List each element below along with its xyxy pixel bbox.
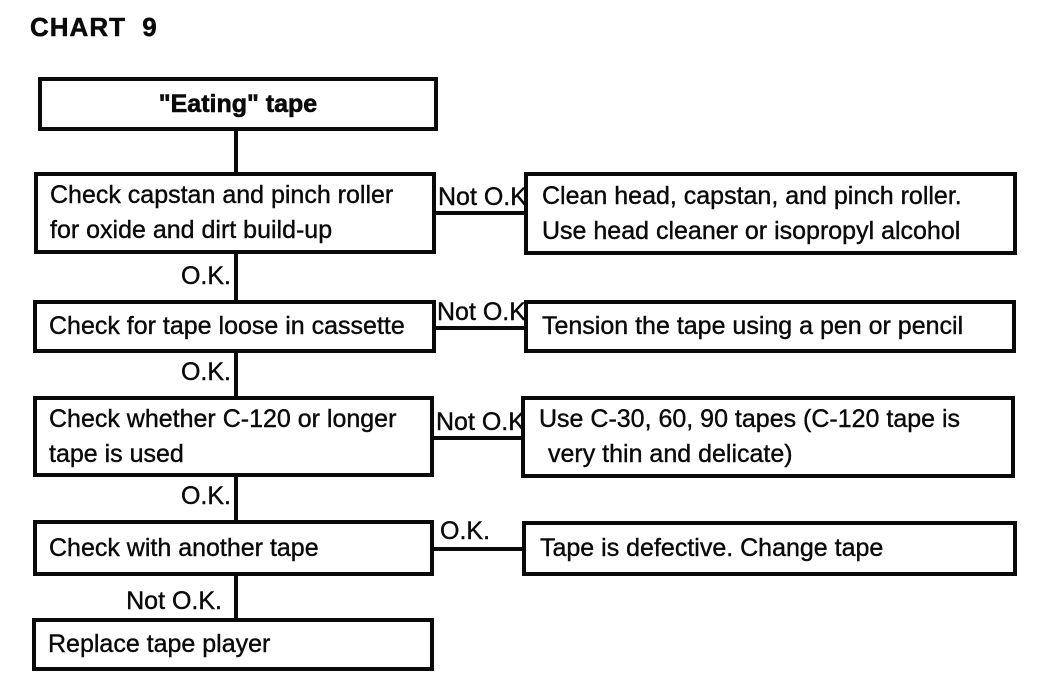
node-check-c120: Check whether C-120 or longer tape is us… [33,396,434,477]
edge-label-ok-c120: O.K. [180,482,231,510]
connector-loose-to-tension [436,326,524,330]
node-eating-tape-label: "Eating" tape [158,89,318,118]
connector-c120-to-tapes [434,436,521,440]
node-replace-player-line1: Replace tape player [48,630,271,658]
node-check-loose: Check for tape loose in cassette [33,300,436,353]
node-use-shorter-tapes-line1: Use C-30, 60, 90 tapes (C-120 tape is [539,405,961,433]
edge-label-not-ok-loose: Not O.K. [437,298,533,326]
node-clean-head-line2: Use head cleaner or isopropyl alcohol [542,216,961,245]
node-use-shorter-tapes: Use C-30, 60, 90 tapes (C-120 tape is ve… [521,396,1015,478]
node-tape-defective-line1: Tape is defective. Change tape [540,534,884,562]
node-eating-tape: "Eating" tape [38,77,438,131]
node-check-c120-line2: tape is used [49,439,184,468]
connector-another-to-replace [234,576,238,618]
connector-loose-to-c120 [234,353,238,396]
connector-capstan-to-loose [234,254,238,300]
node-use-shorter-tapes-line2: very thin and delicate) [548,440,793,468]
node-check-another: Check with another tape [33,520,434,576]
edge-label-ok-capstan: O.K. [180,262,231,290]
node-clean-head-line1: Clean head, capstan, and pinch roller. [542,181,962,210]
connector-start-to-capstan [234,131,238,172]
node-replace-player: Replace tape player [32,618,434,671]
node-check-loose-line1: Check for tape loose in cassette [49,312,405,340]
node-check-c120-line1: Check whether C-120 or longer [49,404,397,433]
node-check-capstan-line1: Check capstan and pinch roller [50,181,394,209]
edge-label-not-ok-c120: Not O.K. [436,408,532,436]
connector-capstan-to-clean [436,211,524,215]
node-check-another-line1: Check with another tape [49,533,319,562]
edge-label-ok-another: O.K. [440,517,491,545]
chart-title: CHART 9 [30,12,158,43]
node-check-capstan: Check capstan and pinch roller for oxide… [34,172,436,254]
connector-c120-to-another [234,477,238,520]
node-clean-head: Clean head, capstan, and pinch roller. U… [524,172,1017,255]
edge-label-ok-loose: O.K. [180,358,231,386]
node-tension-tape-line1: Tension the tape using a pen or pencil [542,312,964,340]
edge-label-not-ok-capstan: Not O.K. [438,183,534,211]
node-tape-defective: Tape is defective. Change tape [522,521,1017,576]
node-check-capstan-line2: for oxide and dirt build-up [50,216,333,244]
edge-label-not-ok-another: Not O.K. [126,587,222,615]
node-tension-tape: Tension the tape using a pen or pencil [524,300,1016,353]
connector-another-to-defective [434,547,522,551]
